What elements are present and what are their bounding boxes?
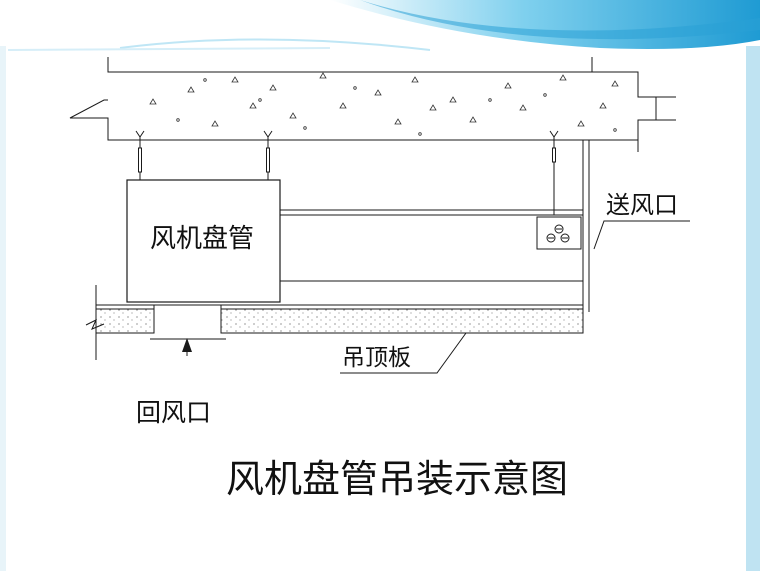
concrete-slab [69,57,676,152]
fan-coil-label: 风机盘管 [150,224,255,254]
return-outlet-label: 回风口 [136,398,212,427]
fan-coil-unit [126,179,281,303]
ceiling-board-label: 吊顶板 [342,345,411,371]
left-edge-bar [0,46,6,571]
supply-outlet-label: 送风口 [606,191,678,219]
concrete-aggregate [149,72,619,136]
supply-diffuser-symbol [536,216,582,250]
right-edge-bar [746,46,760,571]
return-arrow-icon [182,338,192,352]
supply-duct [280,140,590,312]
diagram-title: 风机盘管吊装示意图 [226,457,569,501]
leader-lines [340,220,690,374]
header-wave-decoration [7,0,760,51]
ceiling-board [85,285,584,360]
